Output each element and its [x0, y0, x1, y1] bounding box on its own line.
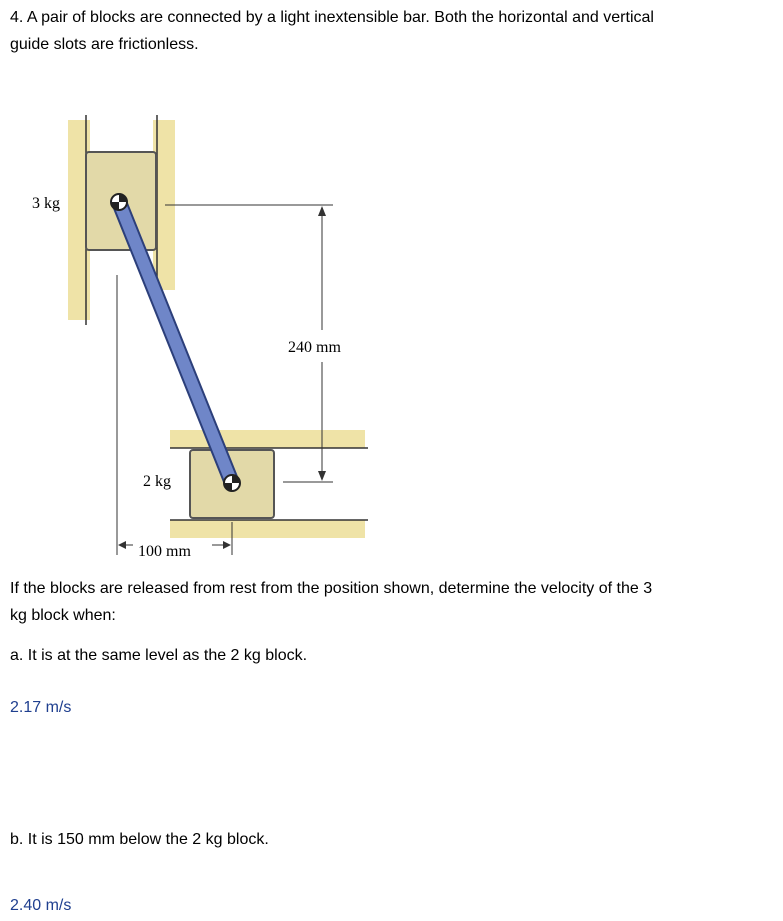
- dimension-100-label: 100 mm: [138, 543, 191, 560]
- pin-top-icon: [110, 193, 128, 211]
- mass-label-3kg: 3 kg: [32, 195, 60, 212]
- problem-text-line2: guide slots are frictionless.: [10, 36, 199, 53]
- dimension-240-label: 240 mm: [288, 339, 341, 356]
- problem-text-line1: 4. A pair of blocks are connected by a l…: [10, 9, 654, 26]
- question-line2: kg block when:: [10, 607, 116, 624]
- question-line1: If the blocks are released from rest fro…: [10, 580, 653, 597]
- part-a-text: a. It is at the same level as the 2 kg b…: [10, 647, 308, 664]
- answer-a: 2.17 m/s: [10, 699, 72, 716]
- vertical-guide-slot: [68, 115, 175, 325]
- mass-label-2kg: 2 kg: [143, 473, 171, 490]
- part-b-text: b. It is 150 mm below the 2 kg block.: [10, 831, 269, 848]
- answer-b: 2.40 m/s: [10, 897, 72, 914]
- dimension-100: [116, 275, 233, 555]
- mechanism-figure: 240 mm 100 mm 3 kg 2 kg: [32, 115, 368, 560]
- dimension-240: [165, 204, 333, 483]
- pin-bottom-icon: [223, 474, 241, 492]
